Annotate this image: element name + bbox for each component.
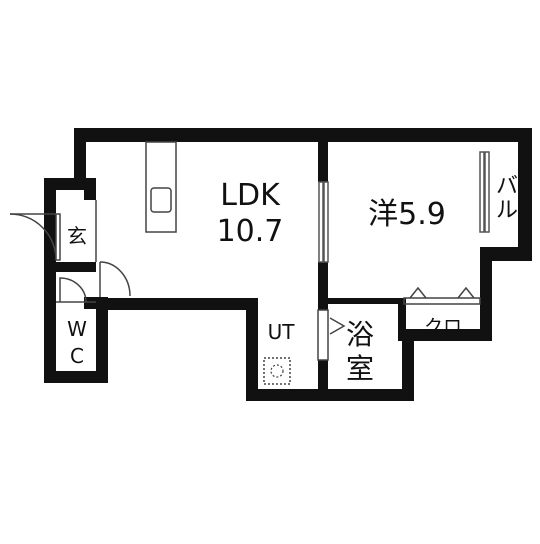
ldk-label: LDK 10.7 <box>200 178 300 250</box>
ldk-size: 10.7 <box>216 214 284 249</box>
kitchen-counter <box>145 141 177 233</box>
bath-line-1: 浴 <box>345 318 374 351</box>
outer-walls <box>44 128 532 401</box>
entrance-label: 玄 <box>67 224 87 248</box>
balcony-window <box>479 151 490 233</box>
balcony-label: バ ル <box>492 175 522 223</box>
wc-door <box>59 277 87 303</box>
closet-label: クロ <box>423 316 462 338</box>
bath-line-2: 室 <box>345 352 374 385</box>
bath-door <box>317 309 346 361</box>
balcony-line-1: バ <box>495 174 518 199</box>
entrance-door <box>9 213 61 261</box>
western-room-label: 洋5.9 <box>368 197 446 232</box>
bath-label: 浴 室 <box>340 318 380 386</box>
balcony-line-2: ル <box>495 198 518 223</box>
sliding-door <box>318 181 329 263</box>
utility-label: UT <box>267 320 295 344</box>
wc-label: W C <box>60 316 94 370</box>
washer-pan <box>263 357 291 385</box>
ldk-name: LDK <box>220 178 280 213</box>
wc-line-2: C <box>70 344 84 368</box>
ldk-door <box>99 261 131 297</box>
closet-doors <box>403 286 481 305</box>
wc-line-1: W <box>67 317 87 341</box>
